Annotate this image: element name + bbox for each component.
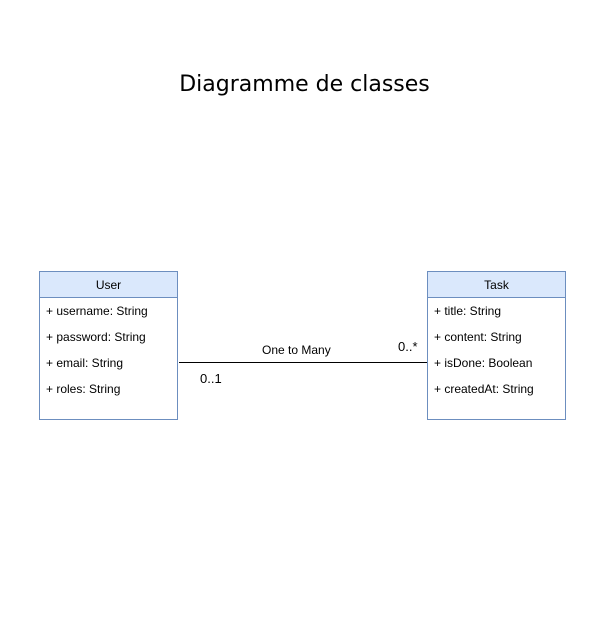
class-task[interactable]: Task + title: String + content: String +… bbox=[427, 271, 566, 420]
class-attribute: + isDone: Boolean bbox=[434, 356, 533, 370]
class-task-attributes: + title: String + content: String + isDo… bbox=[428, 298, 565, 402]
class-user-attributes: + username: String + password: String + … bbox=[40, 298, 177, 402]
class-user-header: User bbox=[40, 272, 177, 298]
association-label: One to Many bbox=[262, 343, 331, 357]
class-attribute: + content: String bbox=[434, 330, 522, 344]
class-task-header: Task bbox=[428, 272, 565, 298]
class-attribute: + title: String bbox=[434, 304, 502, 318]
association-line[interactable] bbox=[179, 362, 427, 363]
diagram-title: Diagramme de classes bbox=[179, 72, 430, 97]
class-attribute: + password: String bbox=[46, 330, 146, 344]
target-multiplicity: 0..* bbox=[398, 339, 418, 354]
class-attribute: + roles: String bbox=[46, 382, 121, 396]
source-multiplicity: 0..1 bbox=[200, 371, 222, 386]
class-user[interactable]: User + username: String + password: Stri… bbox=[39, 271, 178, 420]
class-attribute: + username: String bbox=[46, 304, 148, 318]
class-attribute: + createdAt: String bbox=[434, 382, 534, 396]
class-attribute: + email: String bbox=[46, 356, 124, 370]
